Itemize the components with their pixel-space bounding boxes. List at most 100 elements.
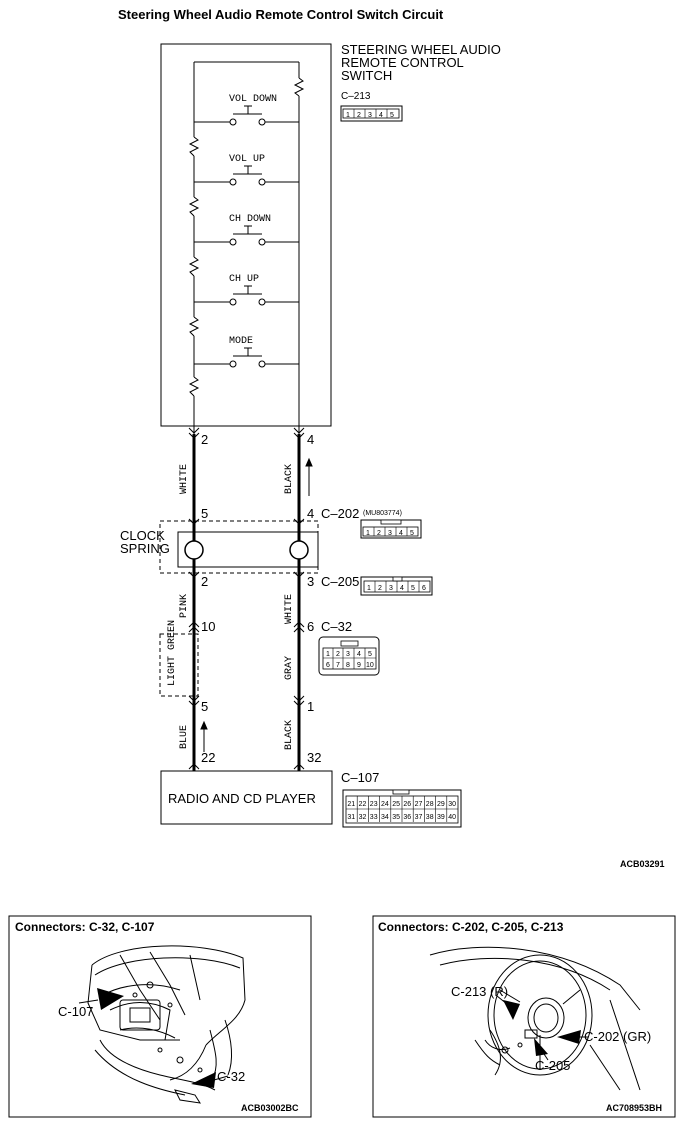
c205-pin: 3: [389, 585, 393, 592]
signal-arrow: [305, 457, 313, 496]
clock-spring-label-line1: CLOCK: [120, 528, 165, 543]
button-label: MODE: [229, 336, 253, 347]
c32-pin: 5: [368, 651, 372, 658]
c32-pin: 6: [326, 662, 330, 669]
c205-pin: 5: [411, 585, 415, 592]
c202-label: C–202: [321, 506, 359, 521]
panel-right-title: Connectors: C-202, C-205, C-213: [378, 920, 564, 934]
pin-number: 2: [201, 432, 208, 447]
c107-pin: 36: [403, 814, 411, 821]
diagram-ref-code: ACB03291: [620, 859, 665, 869]
wire-color-label: BLUE: [179, 725, 190, 749]
c202-pin: 5: [410, 530, 414, 537]
c32-label: C–32: [321, 619, 352, 634]
light-green-dashed-box: [159, 633, 199, 697]
c107-pin: 40: [448, 814, 456, 821]
signal-arrow: [200, 720, 208, 752]
button-label: VOL UP: [229, 154, 265, 165]
panel-left-code: ACB03002BC: [241, 1103, 299, 1113]
switch-enclosure: [160, 43, 332, 427]
pin-number: 22: [201, 750, 215, 765]
c32-pin: 4: [357, 651, 361, 658]
c202-pin: 4: [399, 530, 403, 537]
clock-spring-wire-pass: [192, 532, 301, 567]
radio-cd-player-box: [160, 770, 333, 825]
switch-label-line1: STEERING WHEEL AUDIO: [341, 42, 501, 57]
c107-pin: 35: [392, 814, 400, 821]
c202-part-number: (MU803774): [363, 510, 402, 517]
c107-pin: 21: [347, 801, 355, 808]
c107-pin: 27: [415, 801, 423, 808]
diagram-title: Steering Wheel Audio Remote Control Swit…: [118, 7, 444, 22]
steering-wheel-illustration: [429, 946, 641, 1091]
c107-pin: 38: [426, 814, 434, 821]
c32-pin: 8: [346, 662, 350, 669]
c213-pin: 2: [357, 112, 361, 119]
wire-color-label: WHITE: [179, 464, 190, 494]
c32-pin: 7: [336, 662, 340, 669]
c202-pin: 3: [388, 530, 392, 537]
pin-number: 5: [201, 699, 208, 714]
c213-label: C–213: [341, 91, 371, 102]
callout-c205: C-205: [535, 1058, 570, 1073]
c107-pin: 30: [448, 801, 456, 808]
callout-c107: C-107: [58, 1004, 93, 1019]
switch-ch-up: CH UP: [194, 274, 299, 306]
c107-pin: 25: [392, 801, 400, 808]
panel-left-title: Connectors: C-32, C-107: [15, 920, 155, 934]
callout-arrow-c205: [534, 1038, 549, 1061]
wire-color-label: LIGHT GREEN: [167, 620, 178, 686]
harness-wires: [192, 434, 301, 771]
c32-pin: 2: [336, 651, 340, 658]
switch-vol-down: VOL DOWN: [194, 94, 299, 126]
c213-connector: 1 2 3 4 5: [340, 105, 403, 122]
button-label: VOL DOWN: [229, 94, 277, 105]
pin-number: 5: [201, 506, 208, 521]
c202-pin: 1: [366, 530, 370, 537]
button-label: CH UP: [229, 274, 259, 285]
c107-pin: 37: [415, 814, 423, 821]
c107-pin: 26: [403, 801, 411, 808]
c32-pin: 1: [326, 651, 330, 658]
c107-pin: 33: [370, 814, 378, 821]
pin-number: 2: [201, 574, 208, 589]
c107-pin: 24: [381, 801, 389, 808]
pin-number: 6: [307, 619, 314, 634]
connector-panel-right: [372, 915, 676, 1118]
c32-pin: 10: [366, 662, 374, 669]
callout-arrow-c202: [557, 1030, 588, 1044]
c213-pin: 1: [346, 112, 350, 119]
callout-c213: C-213 (R): [451, 984, 508, 999]
c32-connector: 1 2 3 4 5 6 7 8 9 10: [318, 636, 380, 676]
switch-ch-down: CH DOWN: [194, 214, 299, 246]
c205-pin: 2: [378, 585, 382, 592]
pin-number: 1: [307, 699, 314, 714]
switch-vol-up: VOL UP: [194, 154, 299, 186]
callout-arrow-c32: [191, 1072, 229, 1088]
c205-pin: 4: [400, 585, 404, 592]
callout-c32: C-32: [217, 1069, 245, 1084]
button-label: CH DOWN: [229, 214, 271, 225]
c202-pin: 2: [377, 530, 381, 537]
pin-number: 4: [307, 432, 314, 447]
c202-connector: 1 2 3 4 5: [360, 519, 422, 539]
c213-pin: 4: [379, 112, 383, 119]
c32-pin: 9: [357, 662, 361, 669]
wire-color-label: BLACK: [284, 464, 295, 494]
callout-arrow-c213: [496, 995, 520, 1020]
wire-color-label: WHITE: [284, 594, 295, 624]
c205-pin: 1: [367, 585, 371, 592]
c213-pin: 3: [368, 112, 372, 119]
callout-arrow-c107: [78, 988, 124, 1010]
switch-internal-wiring: [188, 61, 305, 434]
wire-color-label: PINK: [179, 594, 190, 618]
pin-number: 3: [307, 574, 314, 589]
c107-pin: 23: [370, 801, 378, 808]
c32-pin: 3: [346, 651, 350, 658]
switch-label-line3: SWITCH: [341, 68, 392, 83]
wire-color-label: GRAY: [284, 656, 295, 680]
c205-pin: 6: [422, 585, 426, 592]
switch-mode: MODE: [194, 336, 299, 368]
wire-color-label: BLACK: [284, 720, 295, 750]
